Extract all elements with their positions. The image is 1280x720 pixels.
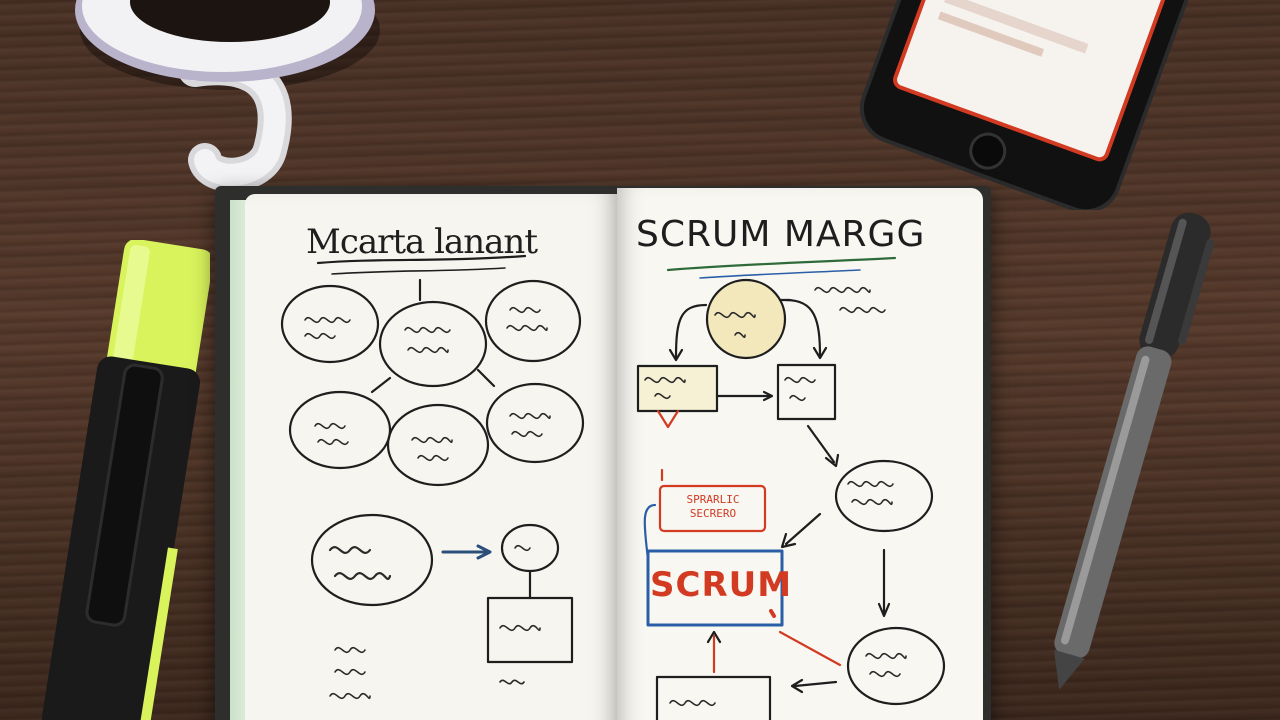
mind-map-bubble	[846, 626, 946, 706]
notebook-left-page	[245, 194, 617, 720]
mind-map-bubble	[378, 300, 488, 388]
highlighter-icon	[41, 240, 210, 720]
mind-map-bubble	[484, 279, 582, 363]
red-sticky-label-text: SPRARLIC SECRERO	[686, 493, 740, 520]
mind-map-bubble	[310, 513, 434, 607]
right-page-title: SCRUM MARGG	[636, 214, 926, 255]
mind-map-bubble	[386, 403, 490, 487]
red-sticky-label	[658, 484, 767, 533]
left-page-title: Mcarta lanant	[306, 222, 538, 262]
coffee-mug-icon	[75, 0, 380, 190]
mind-map-bubble	[834, 459, 934, 533]
mind-map-bubble	[280, 284, 380, 364]
mind-map-bubble	[485, 382, 585, 464]
scrum-box-label: SCRUM	[650, 565, 793, 605]
smartphone-icon	[859, 0, 1200, 210]
scrum-box	[646, 549, 784, 627]
notebook-right-page	[617, 188, 983, 720]
sticky-note	[636, 364, 719, 413]
mind-map-bubble	[288, 390, 392, 470]
scrum-role-circle	[705, 278, 787, 360]
pen-icon	[1053, 212, 1215, 690]
